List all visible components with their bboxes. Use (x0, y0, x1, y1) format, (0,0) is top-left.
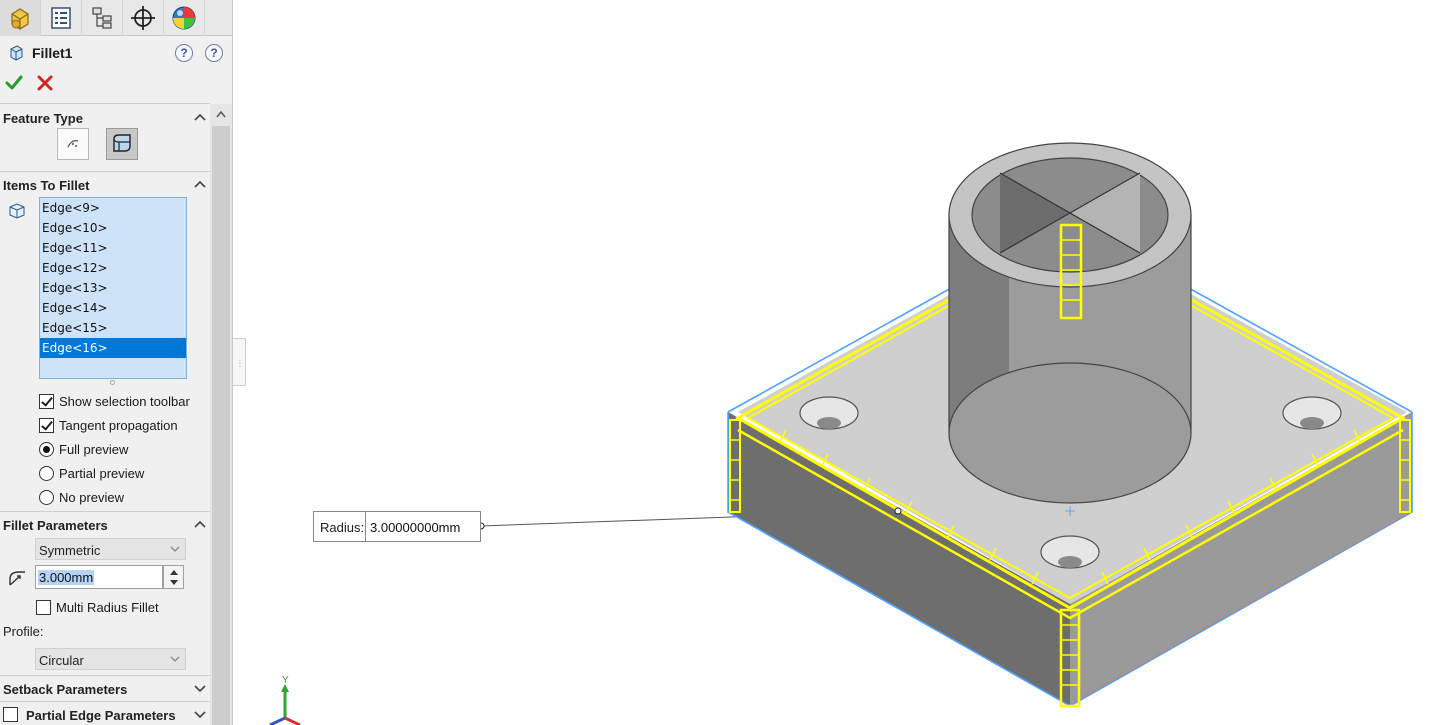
radio-dot[interactable] (39, 489, 54, 505)
tab-dimxpert-manager[interactable] (123, 0, 164, 36)
graphics-area[interactable] (234, 0, 1429, 725)
manual-fillet-icon (67, 139, 79, 148)
list-item[interactable]: Edge<15> (42, 321, 108, 335)
radius-callout[interactable]: Radius: 3.00000000mm (313, 511, 481, 542)
fillet-feature-icon (10, 45, 23, 61)
help-options-icon[interactable]: ? (175, 44, 193, 62)
multi-radius-fillet-checkbox[interactable]: Multi Radius Fillet (36, 597, 159, 617)
radio-label: Full preview (59, 441, 129, 457)
list-item[interactable]: Edge<14> (42, 301, 108, 315)
divider (0, 511, 210, 512)
section-partial-edge-parameters[interactable]: Partial Edge Parameters (0, 704, 210, 725)
checkbox-label: Show selection toolbar (59, 393, 190, 409)
no-preview-radio[interactable]: No preview (39, 487, 124, 507)
divider (0, 701, 210, 702)
tab-feature-manager[interactable] (0, 0, 41, 36)
dropdown-value: Symmetric (39, 543, 101, 558)
list-item[interactable]: Edge<13> (42, 281, 108, 295)
radius-input[interactable]: 3.000mm (35, 565, 163, 589)
radius-icon (9, 571, 25, 586)
radio-dot[interactable] (39, 465, 54, 481)
spin-down-icon[interactable] (170, 580, 178, 585)
feature-title-bar: Fillet1 (0, 40, 232, 68)
help-icon[interactable]: ? (205, 44, 223, 62)
chevron-down-icon[interactable] (194, 709, 206, 719)
divider (0, 103, 210, 104)
partial-edge-checkbox[interactable] (3, 707, 18, 722)
appearance-globe-icon (172, 6, 196, 30)
list-item[interactable]: Edge<9> (42, 201, 100, 215)
chevron-down-icon (170, 546, 180, 552)
profile-dropdown[interactable]: Circular (35, 648, 186, 670)
manual-fillet-button[interactable] (57, 128, 89, 160)
radio-label: No preview (59, 489, 125, 505)
feature-title: Fillet1 (32, 45, 73, 61)
panel-collapse-handle[interactable]: ⋮ (233, 338, 246, 386)
property-manager-panel: Fillet1 ? ? Feature Type (0, 0, 233, 725)
radio-label: Partial preview (59, 465, 145, 481)
chevron-down-icon (170, 656, 180, 662)
section-setback-parameters[interactable]: Setback Parameters (0, 678, 210, 700)
tab-display-manager[interactable] (164, 0, 205, 36)
section-feature-type[interactable]: Feature Type (0, 107, 210, 129)
cancel-x-icon[interactable] (37, 75, 53, 91)
list-resize-handle[interactable] (110, 380, 115, 385)
checkbox-label: Tangent propagation (59, 417, 178, 433)
dropdown-value: Circular (39, 653, 84, 668)
checkbox-box[interactable] (39, 393, 54, 409)
profile-label: Profile: (3, 624, 44, 639)
scroll-thumb[interactable] (212, 126, 230, 725)
chevron-down-icon[interactable] (194, 683, 206, 693)
manager-tabs (0, 0, 232, 36)
callout-value-field[interactable]: 3.00000000mm (365, 512, 481, 541)
scroll-up-icon[interactable] (216, 110, 226, 118)
partial-preview-radio[interactable]: Partial preview (39, 463, 144, 483)
callout-label: Radius: (320, 520, 365, 535)
panel-scrollbar[interactable] (210, 104, 232, 725)
show-selection-toolbar-checkbox[interactable]: Show selection toolbar (39, 391, 190, 411)
tab-configuration-manager[interactable] (82, 0, 123, 36)
callout-value: 3.00000000mm (370, 520, 461, 535)
section-fillet-parameters[interactable]: Fillet Parameters (0, 514, 210, 536)
crosshair-icon (131, 6, 155, 30)
spin-up-icon[interactable] (170, 570, 178, 575)
radius-input-value: 3.000mm (38, 570, 95, 585)
checkbox-box[interactable] (36, 599, 51, 615)
checkbox-box[interactable] (39, 417, 54, 433)
list-item[interactable]: Edge<10> (42, 221, 108, 235)
property-manager-icon (51, 7, 71, 29)
divider (0, 171, 210, 172)
checkbox-label: Multi Radius Fillet (56, 599, 159, 615)
edge-selection-list[interactable]: Edge<9> Edge<10> Edge<11> Edge<12> Edge<… (39, 197, 187, 379)
constant-fillet-icon (113, 134, 131, 152)
full-preview-radio[interactable]: Full preview (39, 439, 128, 459)
feature-manager-icon (11, 8, 29, 30)
ok-checkmark-icon[interactable] (5, 74, 23, 92)
tangent-propagation-checkbox[interactable]: Tangent propagation (39, 415, 178, 435)
tab-property-manager[interactable] (41, 0, 82, 36)
fillet-xpert-button[interactable] (106, 128, 138, 160)
list-item-selected[interactable]: Edge<16> (40, 338, 186, 358)
chevron-up-icon[interactable] (194, 519, 206, 529)
fillet-method-dropdown[interactable]: Symmetric (35, 538, 186, 560)
list-item[interactable]: Edge<12> (42, 261, 108, 275)
edge-selection-icon (9, 203, 25, 219)
radius-spinner[interactable] (163, 565, 184, 589)
configuration-manager-icon (92, 7, 112, 29)
chevron-up-icon[interactable] (194, 112, 206, 122)
list-item[interactable]: Edge<11> (42, 241, 108, 255)
radio-dot[interactable] (39, 441, 54, 457)
divider (0, 675, 210, 676)
section-items-to-fillet[interactable]: Items To Fillet (0, 174, 210, 196)
chevron-up-icon[interactable] (194, 179, 206, 189)
